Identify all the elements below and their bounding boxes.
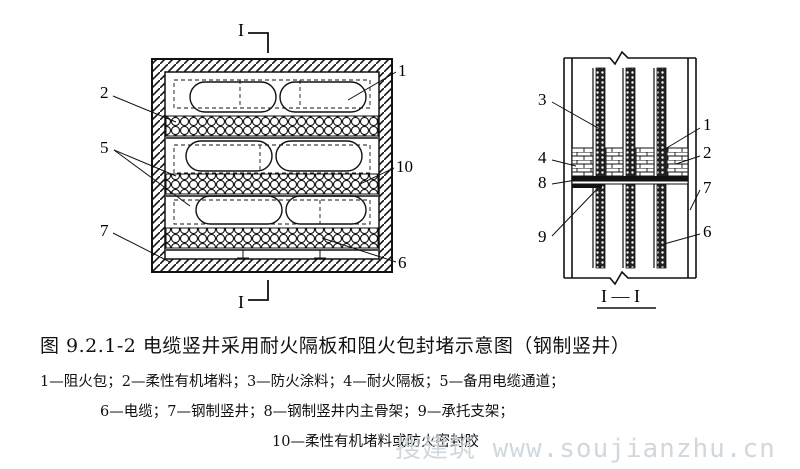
plan-view: I I 1 2 5 10 7 6 (100, 20, 413, 312)
fire-partition-board (572, 176, 688, 181)
callout-10: 10 (396, 157, 413, 176)
callout-6-section: 6 (703, 222, 712, 241)
section-marker-bottom: I (238, 292, 244, 312)
cable-shaft-diagram: I I 1 2 5 10 7 6 (100, 20, 712, 312)
callout-8: 8 (538, 173, 547, 192)
legend-line: 10—柔性有机堵料或防火密封胶 (272, 434, 479, 450)
vertical-cables (595, 67, 667, 269)
fire-bags (185, 81, 367, 225)
section-view: 3 4 8 9 1 2 7 6 I — I (538, 50, 712, 309)
cable-rows (165, 115, 379, 249)
section-marker-top: I (238, 20, 244, 40)
callout-1-section: 1 (703, 115, 712, 134)
figure-caption: 图 9.2.1-2 电缆竖井采用耐火隔板和阻火包封堵示意图（钢制竖井） (40, 335, 631, 357)
section-label: I — I (601, 286, 640, 306)
callout-5: 5 (100, 138, 109, 157)
callout-7-section: 7 (703, 178, 712, 197)
callout-1: 1 (398, 61, 407, 80)
callout-2: 2 (100, 83, 109, 102)
callout-4: 4 (538, 148, 547, 167)
callout-3: 3 (538, 90, 547, 109)
callout-2-section: 2 (703, 143, 712, 162)
callout-9: 9 (538, 227, 547, 246)
callout-6: 6 (398, 253, 407, 272)
callout-7: 7 (100, 221, 109, 240)
fire-bag-layer (571, 147, 689, 177)
legend-line: 6—电缆；7—钢制竖井；8—钢制竖井内主骨架；9—承托支架； (100, 404, 514, 420)
watermark: 搜建筑 www.soujianzhu.cn (395, 434, 776, 464)
legend-line: 1—阻火包；2—柔性有机堵料；3—防火涂料；4—耐火隔板；5—备用电缆通道； (40, 374, 565, 390)
